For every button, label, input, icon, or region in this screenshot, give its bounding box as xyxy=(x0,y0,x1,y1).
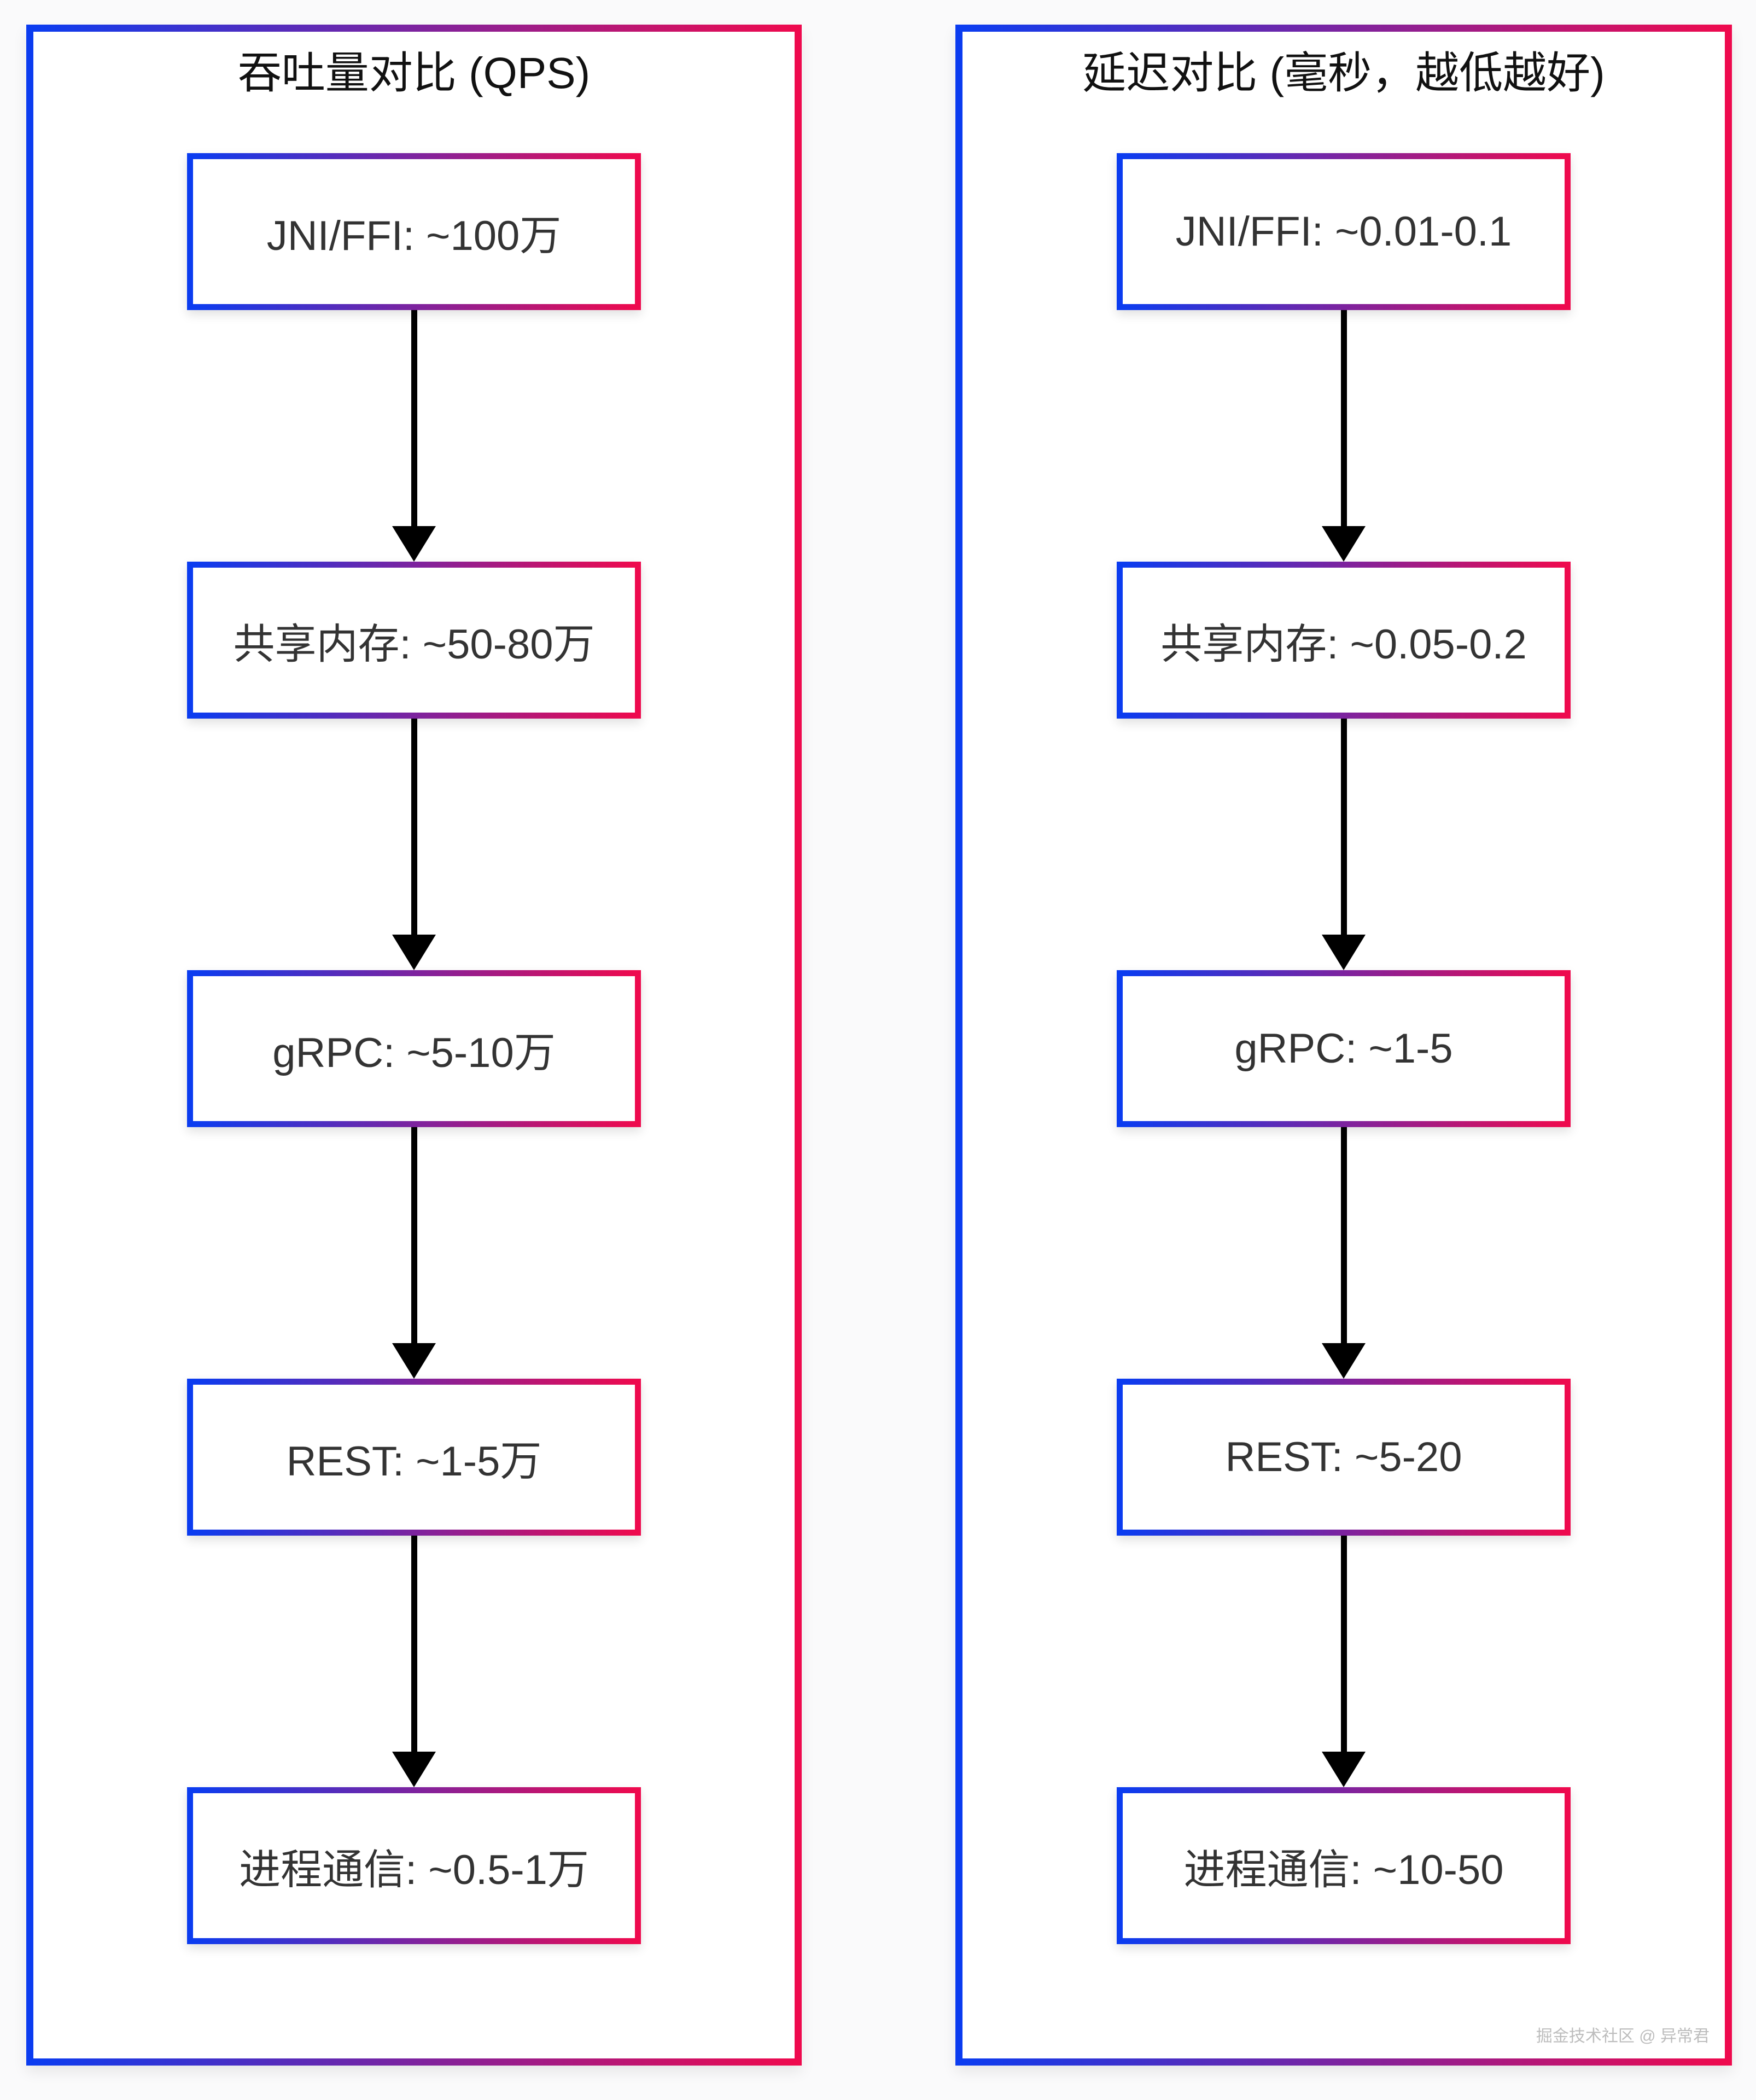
down-arrow-icon xyxy=(392,719,436,970)
down-arrow-icon xyxy=(1322,1127,1366,1379)
arrow-shaft xyxy=(411,719,417,935)
arrow-head xyxy=(392,935,436,970)
flow-node-shared-memory-qps: 共享内存: ~50-80万 xyxy=(187,562,641,719)
arrow-shaft xyxy=(1340,1127,1347,1343)
arrow-head xyxy=(1322,526,1366,562)
flow-node-rest-qps: REST: ~1-5万 xyxy=(187,1379,641,1536)
down-arrow-icon xyxy=(1322,719,1366,970)
arrow-shaft xyxy=(1340,719,1347,935)
arrow-shaft xyxy=(1340,310,1347,526)
down-arrow-icon xyxy=(392,1536,436,1787)
flow-node-rest-latency: REST: ~5-20 xyxy=(1117,1379,1571,1536)
down-arrow-icon xyxy=(1322,310,1366,562)
down-arrow-icon xyxy=(1322,1536,1366,1787)
flow-node-ipc-qps: 进程通信: ~0.5-1万 xyxy=(187,1787,641,1944)
down-arrow-icon xyxy=(392,1127,436,1379)
flow-node-jni-ffi-latency: JNI/FFI: ~0.01-0.1 xyxy=(1117,153,1571,310)
throughput-panel-title: 吞吐量对比 (QPS) xyxy=(237,49,591,97)
arrow-head xyxy=(1322,1343,1366,1379)
arrow-shaft xyxy=(411,1536,417,1752)
watermark-text: 掘金技术社区 @ 异常君 xyxy=(1536,2027,1710,2045)
latency-panel: 延迟对比 (毫秒，越低越好) JNI/FFI: ~0.01-0.1 共享内存: … xyxy=(955,25,1732,2066)
flow-node-grpc-latency: gRPC: ~1-5 xyxy=(1117,970,1571,1127)
arrow-head xyxy=(1322,935,1366,970)
arrow-shaft xyxy=(411,310,417,526)
arrow-head xyxy=(392,1752,436,1787)
arrow-shaft xyxy=(1340,1536,1347,1752)
flow-node-shared-memory-latency: 共享内存: ~0.05-0.2 xyxy=(1117,562,1571,719)
arrow-shaft xyxy=(411,1127,417,1343)
flow-node-jni-ffi-qps: JNI/FFI: ~100万 xyxy=(187,153,641,310)
down-arrow-icon xyxy=(392,310,436,562)
latency-panel-title: 延迟对比 (毫秒，越低越好) xyxy=(1082,49,1605,97)
arrow-head xyxy=(1322,1752,1366,1787)
throughput-panel: 吞吐量对比 (QPS) JNI/FFI: ~100万 共享内存: ~50-80万… xyxy=(26,25,802,2066)
flow-node-ipc-latency: 进程通信: ~10-50 xyxy=(1117,1787,1571,1944)
arrow-head xyxy=(392,1343,436,1379)
flow-node-grpc-qps: gRPC: ~5-10万 xyxy=(187,970,641,1127)
arrow-head xyxy=(392,526,436,562)
